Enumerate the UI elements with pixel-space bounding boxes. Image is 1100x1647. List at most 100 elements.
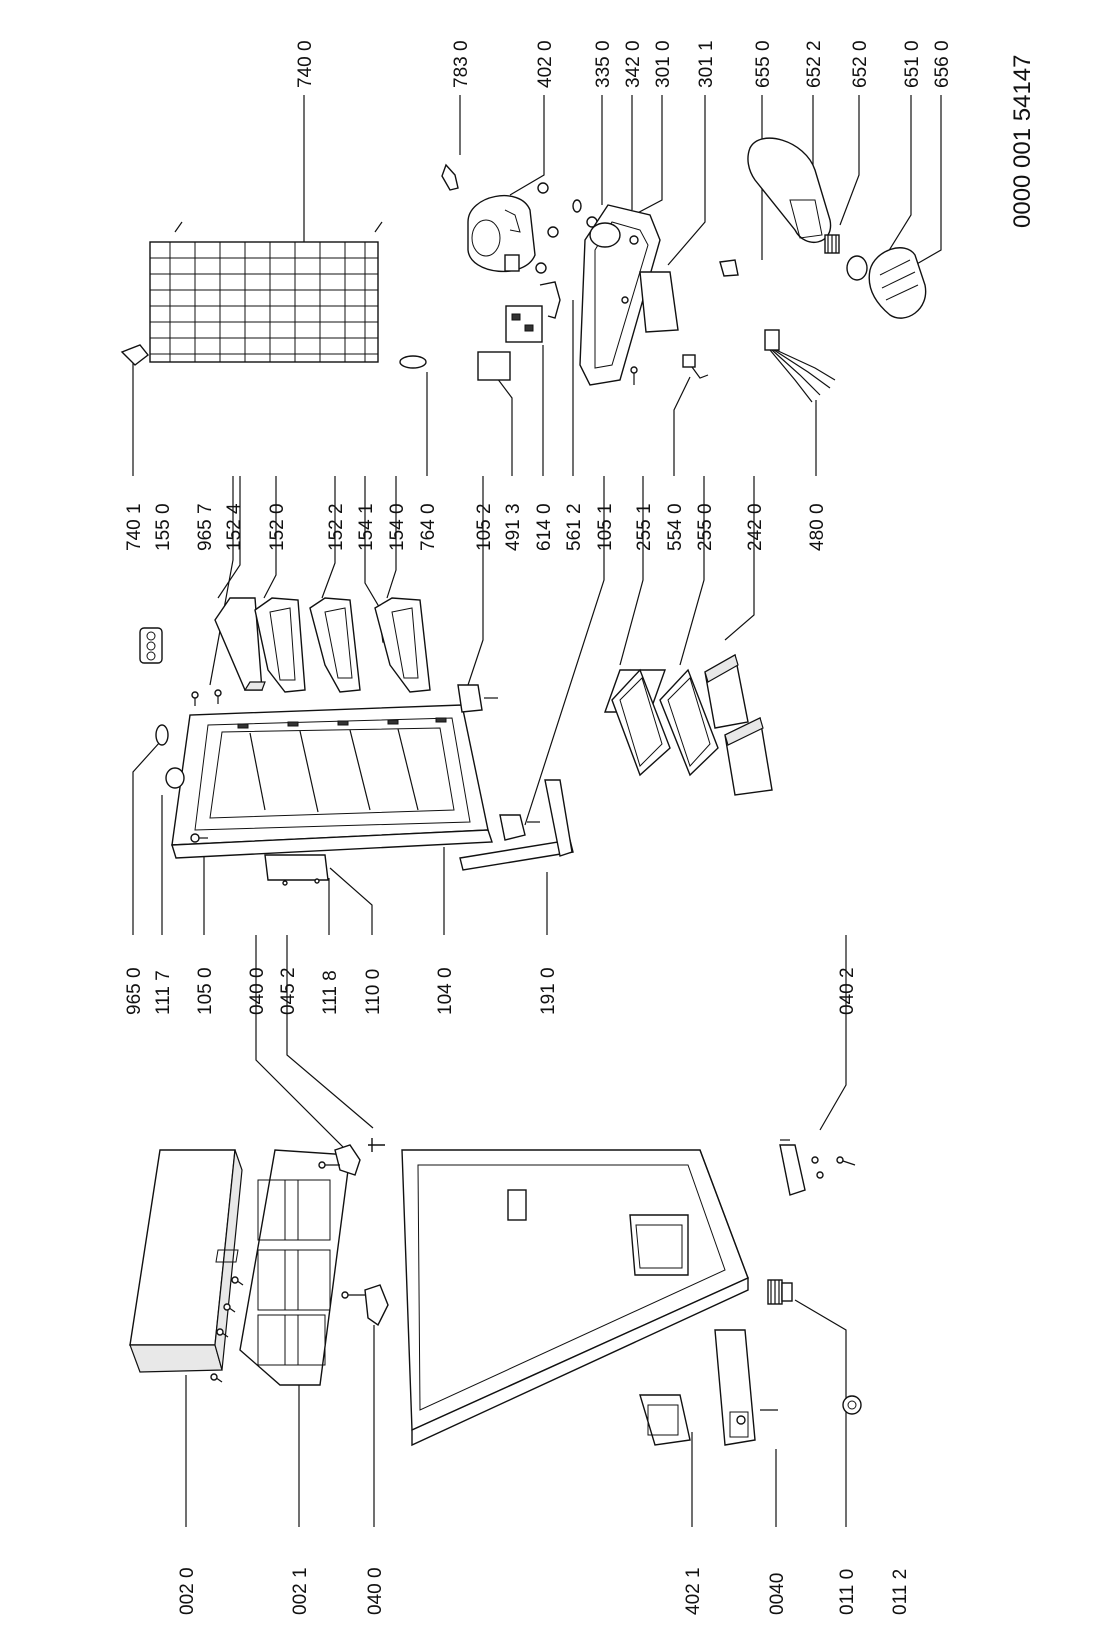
label-651-0: 651 0 (902, 40, 923, 88)
tube-764-0 (399, 355, 427, 369)
door-shelf-154-0 (374, 597, 431, 693)
light-housing-656-0 (868, 247, 927, 319)
top-frame (239, 1149, 351, 1386)
label-105-0: 105 0 (195, 967, 216, 1015)
label-655-0: 655 0 (753, 40, 774, 88)
label-764-0: 764 0 (418, 503, 439, 551)
label-740-0: 740 0 (295, 40, 316, 88)
seal-191-0 (459, 779, 574, 871)
label-335-0: 335 0 (593, 40, 614, 88)
drawer-242-0-b (724, 716, 773, 796)
lamp-cover-652-2 (747, 137, 832, 243)
lamp-holder-651-0 (846, 255, 868, 281)
foot-cap (842, 1395, 862, 1415)
label-301-0: 301 0 (653, 40, 674, 88)
door-assembly (171, 704, 493, 859)
label-255-0: 255 0 (695, 503, 716, 551)
plug-cap-111-7 (165, 767, 185, 789)
label-155-0: 155 0 (153, 503, 174, 551)
lamp-652-0 (824, 234, 840, 254)
label-965-0: 965 0 (124, 967, 145, 1015)
screw-icon (210, 1276, 244, 1383)
upper-middle-labels: 740 1 155 0 965 7 152 4 152 0 152 2 154 … (124, 503, 828, 551)
worktop-lid (129, 1149, 244, 1383)
label-740-1: 740 1 (124, 503, 145, 551)
top-labels: 740 0 783 0 402 0 335 0 342 0 301 0 301 … (295, 40, 953, 88)
clip-655-0 (719, 259, 739, 277)
label-002-0: 002 0 (177, 1567, 198, 1615)
label-402-0: 402 0 (535, 40, 556, 88)
label-554-0: 554 0 (665, 503, 686, 551)
door-shelf-152-4 (214, 597, 266, 691)
door-shelf-152-2 (309, 597, 361, 693)
label-652-2: 652 2 (804, 40, 825, 88)
compressor (467, 182, 559, 274)
egg-tray-155-0 (139, 627, 163, 664)
base-rail-front (639, 1394, 691, 1446)
label-342-0: 342 0 (623, 40, 644, 88)
label-402-1: 402 1 (683, 1567, 704, 1615)
base-rail-rear (714, 1329, 778, 1446)
condenser-coil (149, 221, 383, 363)
label-002-1: 002 1 (290, 1567, 311, 1615)
label-111-8: 111 8 (320, 970, 341, 1015)
label-111-7: 111 7 (153, 970, 174, 1015)
label-652-0: 652 0 (850, 40, 871, 88)
label-045-2: 045 2 (278, 967, 299, 1015)
label-152-4: 152 4 (224, 503, 245, 551)
label-154-1: 154 1 (356, 503, 377, 551)
label-154-0: 154 0 (387, 503, 408, 551)
hinge-bracket-lower (779, 1139, 856, 1196)
bracket-105-1 (499, 814, 540, 841)
label-783-0: 783 0 (451, 40, 472, 88)
document-code: 0000 001 54147 (1009, 54, 1036, 228)
cabinet-body (401, 1149, 749, 1447)
handle-110-0 (264, 854, 329, 886)
label-480-0: 480 0 (807, 503, 828, 551)
label-105-2: 105 2 (474, 503, 495, 551)
door-shelf-152-0 (254, 597, 306, 693)
label-301-1: 301 1 (696, 40, 717, 88)
label-191-0: 191 0 (538, 967, 559, 1015)
hinge-bottom (341, 1284, 389, 1327)
label-040-2: 040 2 (837, 967, 858, 1015)
label-104-0: 104 0 (435, 967, 456, 1015)
middle-labels: 965 0 111 7 105 0 040 0 045 2 111 8 110 … (124, 967, 858, 1015)
capacitor-554-0 (682, 354, 709, 379)
screw-center (630, 366, 638, 385)
screw-335-0 (572, 199, 582, 213)
glass-shelf-255-0 (659, 668, 719, 777)
drain-tray-301-0 (579, 204, 661, 386)
wiring-harness-480-0 (764, 329, 836, 403)
label-255-1: 255 1 (634, 503, 655, 551)
cover-491-3 (477, 351, 511, 381)
label-491-3: 491 3 (503, 503, 524, 551)
plug-cap-965-0 (155, 724, 169, 746)
sleeve-783-0 (441, 163, 459, 191)
screws-965-7 (191, 689, 222, 706)
glass-shelf-255-1 (604, 668, 671, 777)
bracket-105-2 (457, 684, 498, 713)
label-040-0-a: 040 0 (365, 1567, 386, 1615)
bracket-561-2 (539, 281, 561, 319)
label-152-2: 152 2 (326, 503, 347, 551)
label-656-0: 656 0 (932, 40, 953, 88)
label-011-2: 011 2 (890, 1569, 911, 1615)
label-561-2: 561 2 (564, 503, 585, 551)
label-965-7: 965 7 (195, 503, 216, 551)
clip-740-1 (120, 344, 149, 366)
relay-614-0 (505, 305, 543, 343)
cover-plate-301-1 (639, 271, 679, 333)
label-0040: 0040 (767, 1573, 788, 1615)
label-110-0: 110 0 (363, 969, 384, 1015)
drawer-242-0-a (704, 653, 749, 729)
label-152-0: 152 0 (267, 503, 288, 551)
bottom-labels: 002 0 002 1 040 0 402 1 0040 011 0 011 2 (177, 1567, 911, 1615)
pin-105-0 (190, 833, 208, 843)
label-040-0-b: 040 0 (247, 967, 268, 1015)
label-011-0: 011 0 (837, 1569, 858, 1615)
adjustable-foot (767, 1279, 793, 1305)
label-242-0: 242 0 (745, 503, 766, 551)
label-614-0: 614 0 (534, 503, 555, 551)
